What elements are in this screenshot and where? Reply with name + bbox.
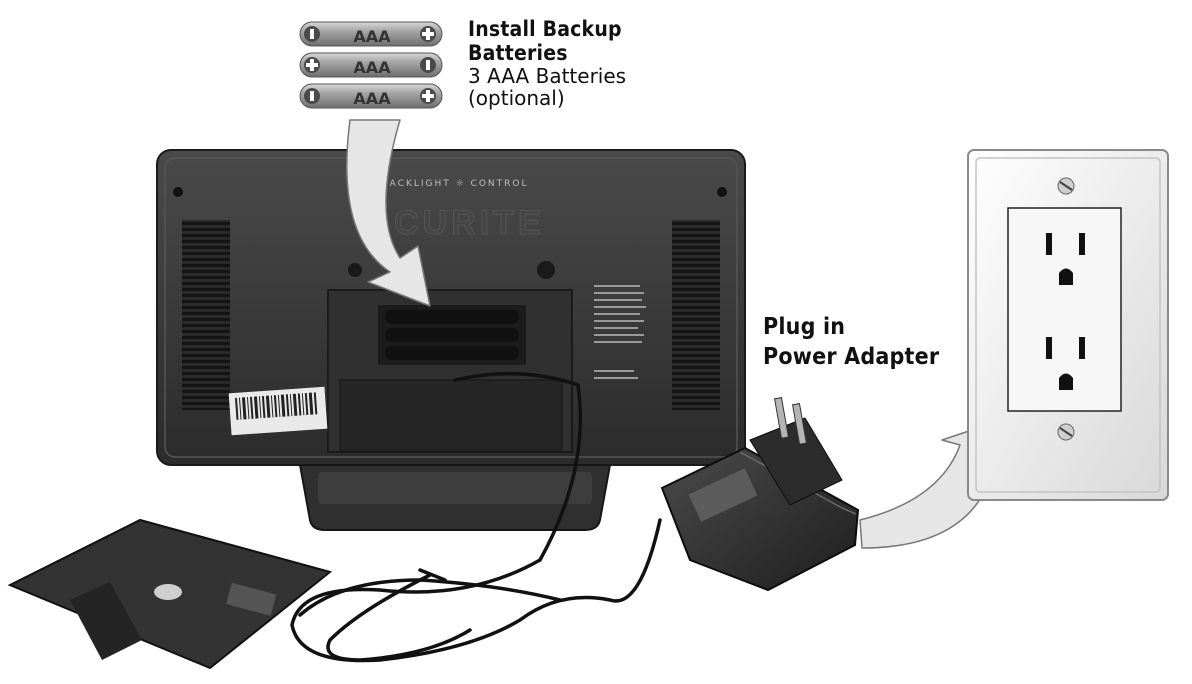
battery-title-line1: Install Backup [468, 17, 622, 41]
power-cord [290, 371, 662, 663]
backlight-control-label: BACKLIGHT ☼ CONTROL [381, 179, 528, 189]
brand-logo: ACURITE [365, 204, 544, 242]
display-device: ACURITE BACKLIGHT ☼ CONTROL [156, 149, 746, 531]
battery-3: AAA [299, 83, 443, 109]
battery-detail-line1: 3 AAA Batteries [468, 64, 627, 89]
power-instruction: Plug in Power Adapter [763, 312, 993, 373]
power-title-line2: Power Adapter [763, 344, 940, 371]
regulatory-text-block [594, 285, 646, 379]
battery-detail-line2: (optional) [468, 86, 565, 111]
battery-2: AAA [299, 52, 443, 78]
battery-type-label: AAA [353, 58, 391, 77]
battery-1: AAA [299, 21, 443, 47]
adapter-prong-right [791, 403, 807, 445]
receptacle-top [1046, 233, 1085, 285]
battery-instruction: Install Backup Batteries 3 AAA Batteries… [468, 17, 668, 111]
aaa-batteries: AAA AAA AAA [299, 21, 443, 109]
adapter-prong-left [773, 397, 789, 439]
battery-title-line2: Batteries [468, 40, 568, 65]
left-vent [182, 220, 230, 410]
battery-type-label: AAA [353, 89, 391, 108]
battery-door [7, 518, 333, 670]
arrow-insert-batteries-icon [346, 119, 431, 307]
power-title-line1: Plug in [763, 314, 846, 340]
right-vent [672, 220, 720, 410]
power-adapter [660, 397, 860, 592]
battery-type-label: AAA [353, 27, 391, 46]
receptacle-bottom [1046, 337, 1085, 390]
barcode-sticker [228, 386, 328, 436]
wall-outlet [967, 149, 1169, 501]
